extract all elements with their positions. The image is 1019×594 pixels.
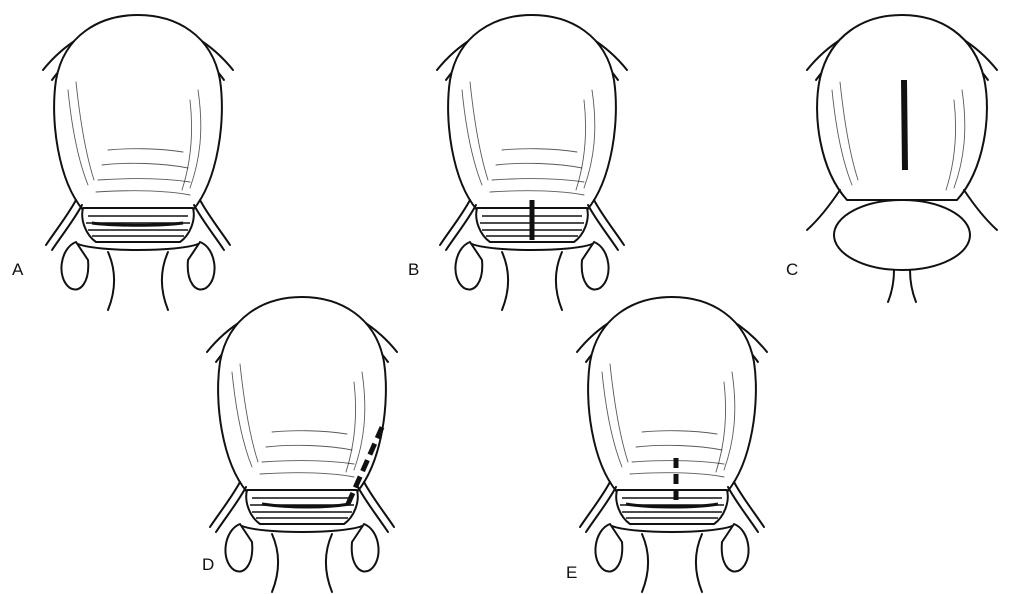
- panel-label-c: C: [786, 260, 798, 279]
- incision-classical: [904, 80, 905, 170]
- panel-c: C: [786, 15, 997, 302]
- panel-a: A: [12, 15, 233, 310]
- panel-label-d: D: [202, 555, 214, 574]
- panel-d: D: [202, 297, 397, 592]
- panel-label-a: A: [12, 260, 24, 279]
- panel-b: B: [408, 15, 627, 310]
- panel-label-b: B: [408, 260, 419, 279]
- panel-e: E: [566, 297, 767, 592]
- panel-label-e: E: [566, 563, 577, 582]
